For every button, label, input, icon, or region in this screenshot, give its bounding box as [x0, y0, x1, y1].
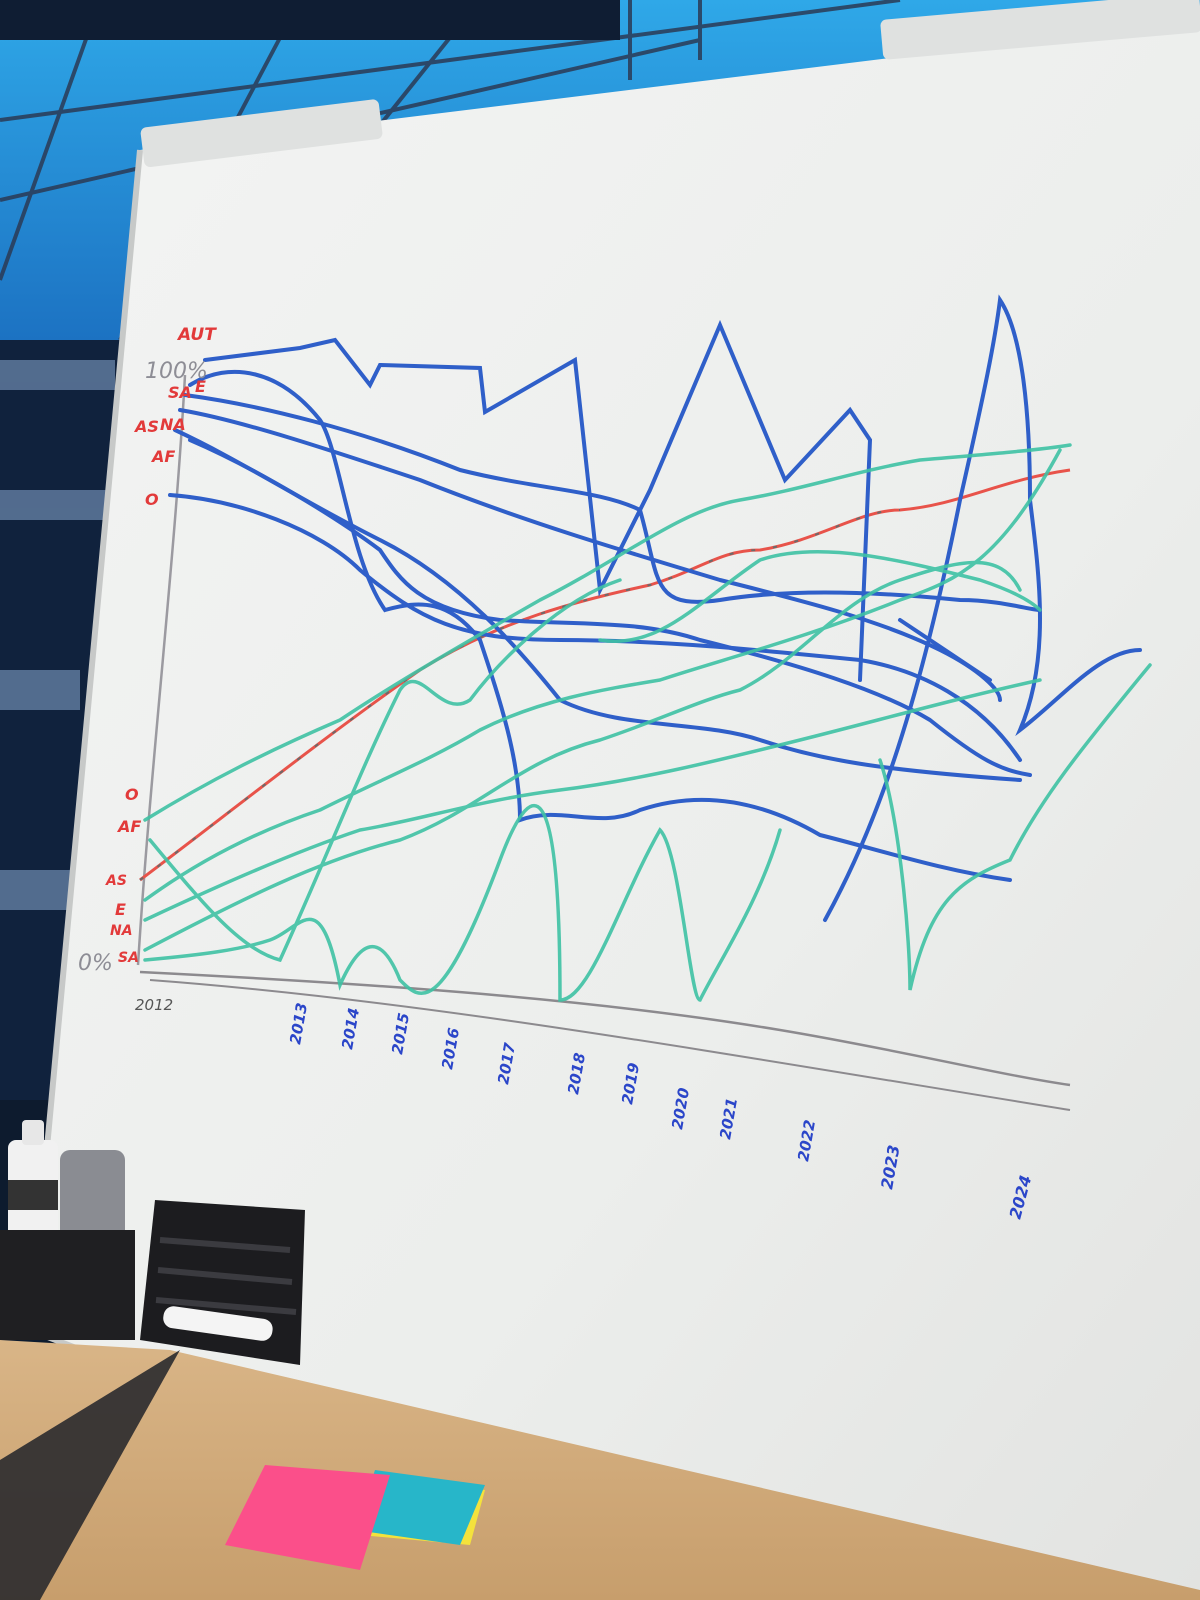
- board-eraser: [60, 1150, 125, 1240]
- label-bottom-e: E: [115, 900, 126, 919]
- teal-line-1: [143, 803, 782, 1002]
- label-top-100-percent: 100%: [145, 359, 208, 384]
- blue-line-2: [188, 369, 1012, 882]
- label-top-na: NA: [160, 415, 186, 434]
- blue-line-drop: [898, 618, 992, 682]
- building-windows: [0, 360, 115, 910]
- label-top-aut: AUT: [176, 325, 217, 345]
- teal-line-6: [143, 443, 1072, 822]
- left-labels-bottom: O AF AS E NA SA 0%: [78, 785, 141, 976]
- sticky-note-pink: [225, 1465, 390, 1570]
- label-bottom-sa: SA: [118, 950, 139, 966]
- x-axis-start-year: 2012: [135, 996, 173, 1014]
- label-top-e: E: [195, 377, 206, 396]
- cleaning-spray-bottle: [8, 1120, 58, 1250]
- label-bottom-o: O: [125, 785, 139, 804]
- teal-line-4: [143, 678, 1042, 922]
- teal-line-2: [148, 578, 622, 963]
- desk-dark-edge: [0, 1350, 180, 1600]
- board-clip-left: [140, 99, 383, 168]
- label-bottom-0-percent: 0%: [78, 951, 113, 976]
- teal-line-3: [143, 560, 1022, 952]
- blue-line-top: [203, 319, 873, 682]
- label-top-af: AF: [150, 447, 175, 466]
- label-top-as: AS: [133, 417, 159, 436]
- label-bottom-af: AF: [116, 817, 141, 836]
- teal-line-5: [143, 448, 1062, 902]
- eraser-holder-box: [0, 1230, 135, 1340]
- blue-line-3: [183, 393, 1042, 612]
- blue-line-7: [188, 438, 1032, 777]
- marker-holder: [140, 1200, 305, 1365]
- left-labels-top: AUT 100% SA E AS NA AF O: [133, 325, 217, 509]
- teal-lines: [143, 443, 1152, 1002]
- label-bottom-as: AS: [105, 873, 127, 889]
- x-axis-line-2: [149, 979, 1071, 1111]
- dark-ceiling-band: [0, 0, 620, 40]
- y-axis-line: [136, 374, 187, 966]
- x-axis-line: [139, 970, 1071, 1087]
- whiteboard-surface: [30, 20, 1200, 1600]
- label-bottom-na: NA: [110, 923, 133, 939]
- sticky-note-teal: [355, 1470, 485, 1545]
- board-clip-right: [880, 0, 1200, 60]
- blue-line-spike: [823, 294, 1142, 922]
- teal-line-7: [878, 663, 1152, 991]
- blue-line-6: [168, 493, 1022, 762]
- teal-line-8: [598, 549, 1042, 643]
- label-top-o: O: [145, 490, 159, 509]
- blue-line-4: [178, 408, 1002, 702]
- red-trend-dashes: [139, 509, 901, 881]
- label-top-sa: SA: [168, 383, 192, 402]
